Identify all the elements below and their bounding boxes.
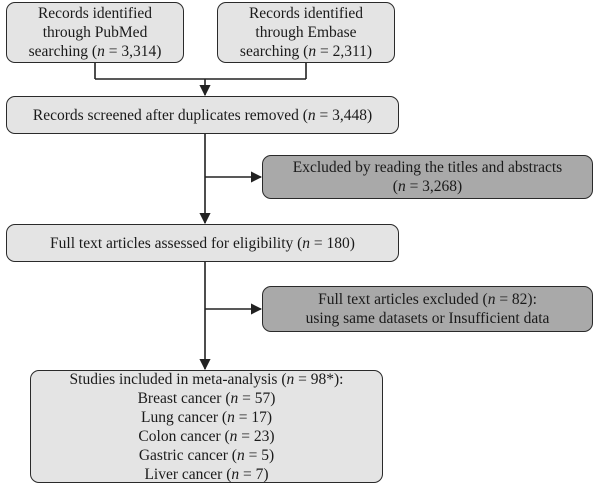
screened-text: Records screened after duplicates remove… [33, 106, 372, 125]
breast-cancer-count: = 57) [238, 389, 276, 407]
included-item-gastric: Gastric cancer (n = 5) [139, 446, 274, 465]
gastric-cancer-count: = 5) [244, 446, 275, 464]
embase-n-symbol: n [308, 43, 317, 60]
gastric-cancer-label: Gastric cancer ( [138, 446, 237, 464]
fulltext-assessed-count: = 180) [310, 234, 355, 252]
embase-line-3: searching (n = 2,311) [240, 42, 372, 61]
pubmed-count-prefix: searching ( [28, 43, 98, 60]
lung-cancer-count: = 17) [234, 408, 272, 426]
included-item-lung: Lung cancer (n = 17) [141, 408, 272, 427]
fulltext-assessed-box: Full text articles assessed for eligibil… [6, 224, 399, 262]
embase-records-box: Records identified through Embase search… [217, 2, 395, 63]
embase-line-1: Records identified [248, 5, 364, 22]
excluded-titles-count-prefix: ( [392, 178, 398, 195]
colon-cancer-label: Colon cancer ( [138, 427, 230, 445]
included-title-label: Studies included in meta-analysis ( [69, 370, 287, 388]
fulltext-excluded-line-2: using same datasets or Insufficient data [305, 310, 550, 327]
screened-n-symbol: n [307, 106, 316, 124]
pubmed-line-2: through PubMed [42, 24, 148, 41]
fulltext-excluded-n-symbol: n [487, 291, 496, 308]
gastric-cancer-n-symbol: n [236, 446, 245, 464]
studies-included-box: Studies included in meta-analysis (n = 9… [30, 370, 383, 483]
breast-cancer-label: Breast cancer ( [137, 389, 231, 407]
pubmed-n-symbol: n [97, 43, 105, 60]
pubmed-count: = 3,314) [104, 43, 162, 60]
screened-count: = 3,448) [315, 106, 373, 124]
fulltext-excluded-line-1: Full text articles excluded (n = 82): [318, 290, 537, 309]
liver-cancer-n-symbol: n [231, 465, 240, 483]
excluded-titles-abstracts-box: Excluded by reading the titles and abstr… [262, 155, 593, 199]
excluded-titles-line-1: Excluded by reading the titles and abstr… [292, 159, 563, 176]
fulltext-assessed-n-symbol: n [302, 234, 311, 252]
excluded-titles-n-symbol: n [397, 178, 406, 195]
pubmed-line-3: searching (n = 3,314) [29, 42, 162, 61]
fulltext-assessed-label: Full text articles assessed for eligibil… [50, 234, 303, 252]
embase-count: = 2,311) [316, 43, 373, 60]
liver-cancer-count: = 7) [239, 465, 269, 483]
fulltext-assessed-text: Full text articles assessed for eligibil… [50, 234, 355, 253]
fulltext-excluded-label: Full text articles excluded ( [318, 291, 488, 308]
colon-cancer-count: = 23) [237, 427, 275, 445]
fulltext-excluded-box: Full text articles excluded (n = 82): us… [262, 286, 593, 332]
pubmed-line-1: Records identified [37, 5, 153, 22]
lung-cancer-label: Lung cancer ( [141, 408, 228, 426]
included-count: = 98*): [294, 370, 344, 388]
included-item-liver: Liver cancer (n = 7) [144, 465, 268, 484]
included-item-colon: Colon cancer (n = 23) [138, 427, 274, 446]
lung-cancer-n-symbol: n [227, 408, 235, 426]
excluded-titles-line-2: (n = 3,268) [393, 177, 462, 196]
colon-cancer-n-symbol: n [229, 427, 238, 445]
fulltext-excluded-count: = 82): [495, 291, 537, 308]
embase-line-2: through Embase [255, 24, 357, 41]
screened-label: Records screened after duplicates remove… [32, 106, 308, 124]
breast-cancer-n-symbol: n [230, 389, 239, 407]
records-screened-box: Records screened after duplicates remove… [6, 96, 399, 134]
included-item-breast: Breast cancer (n = 57) [138, 389, 276, 408]
pubmed-records-box: Records identified through PubMed search… [6, 2, 184, 63]
liver-cancer-label: Liver cancer ( [144, 465, 232, 483]
included-n-symbol: n [286, 370, 295, 388]
included-title: Studies included in meta-analysis (n = 9… [70, 370, 344, 389]
excluded-titles-count: = 3,268) [405, 178, 463, 195]
embase-count-prefix: searching ( [239, 43, 309, 60]
